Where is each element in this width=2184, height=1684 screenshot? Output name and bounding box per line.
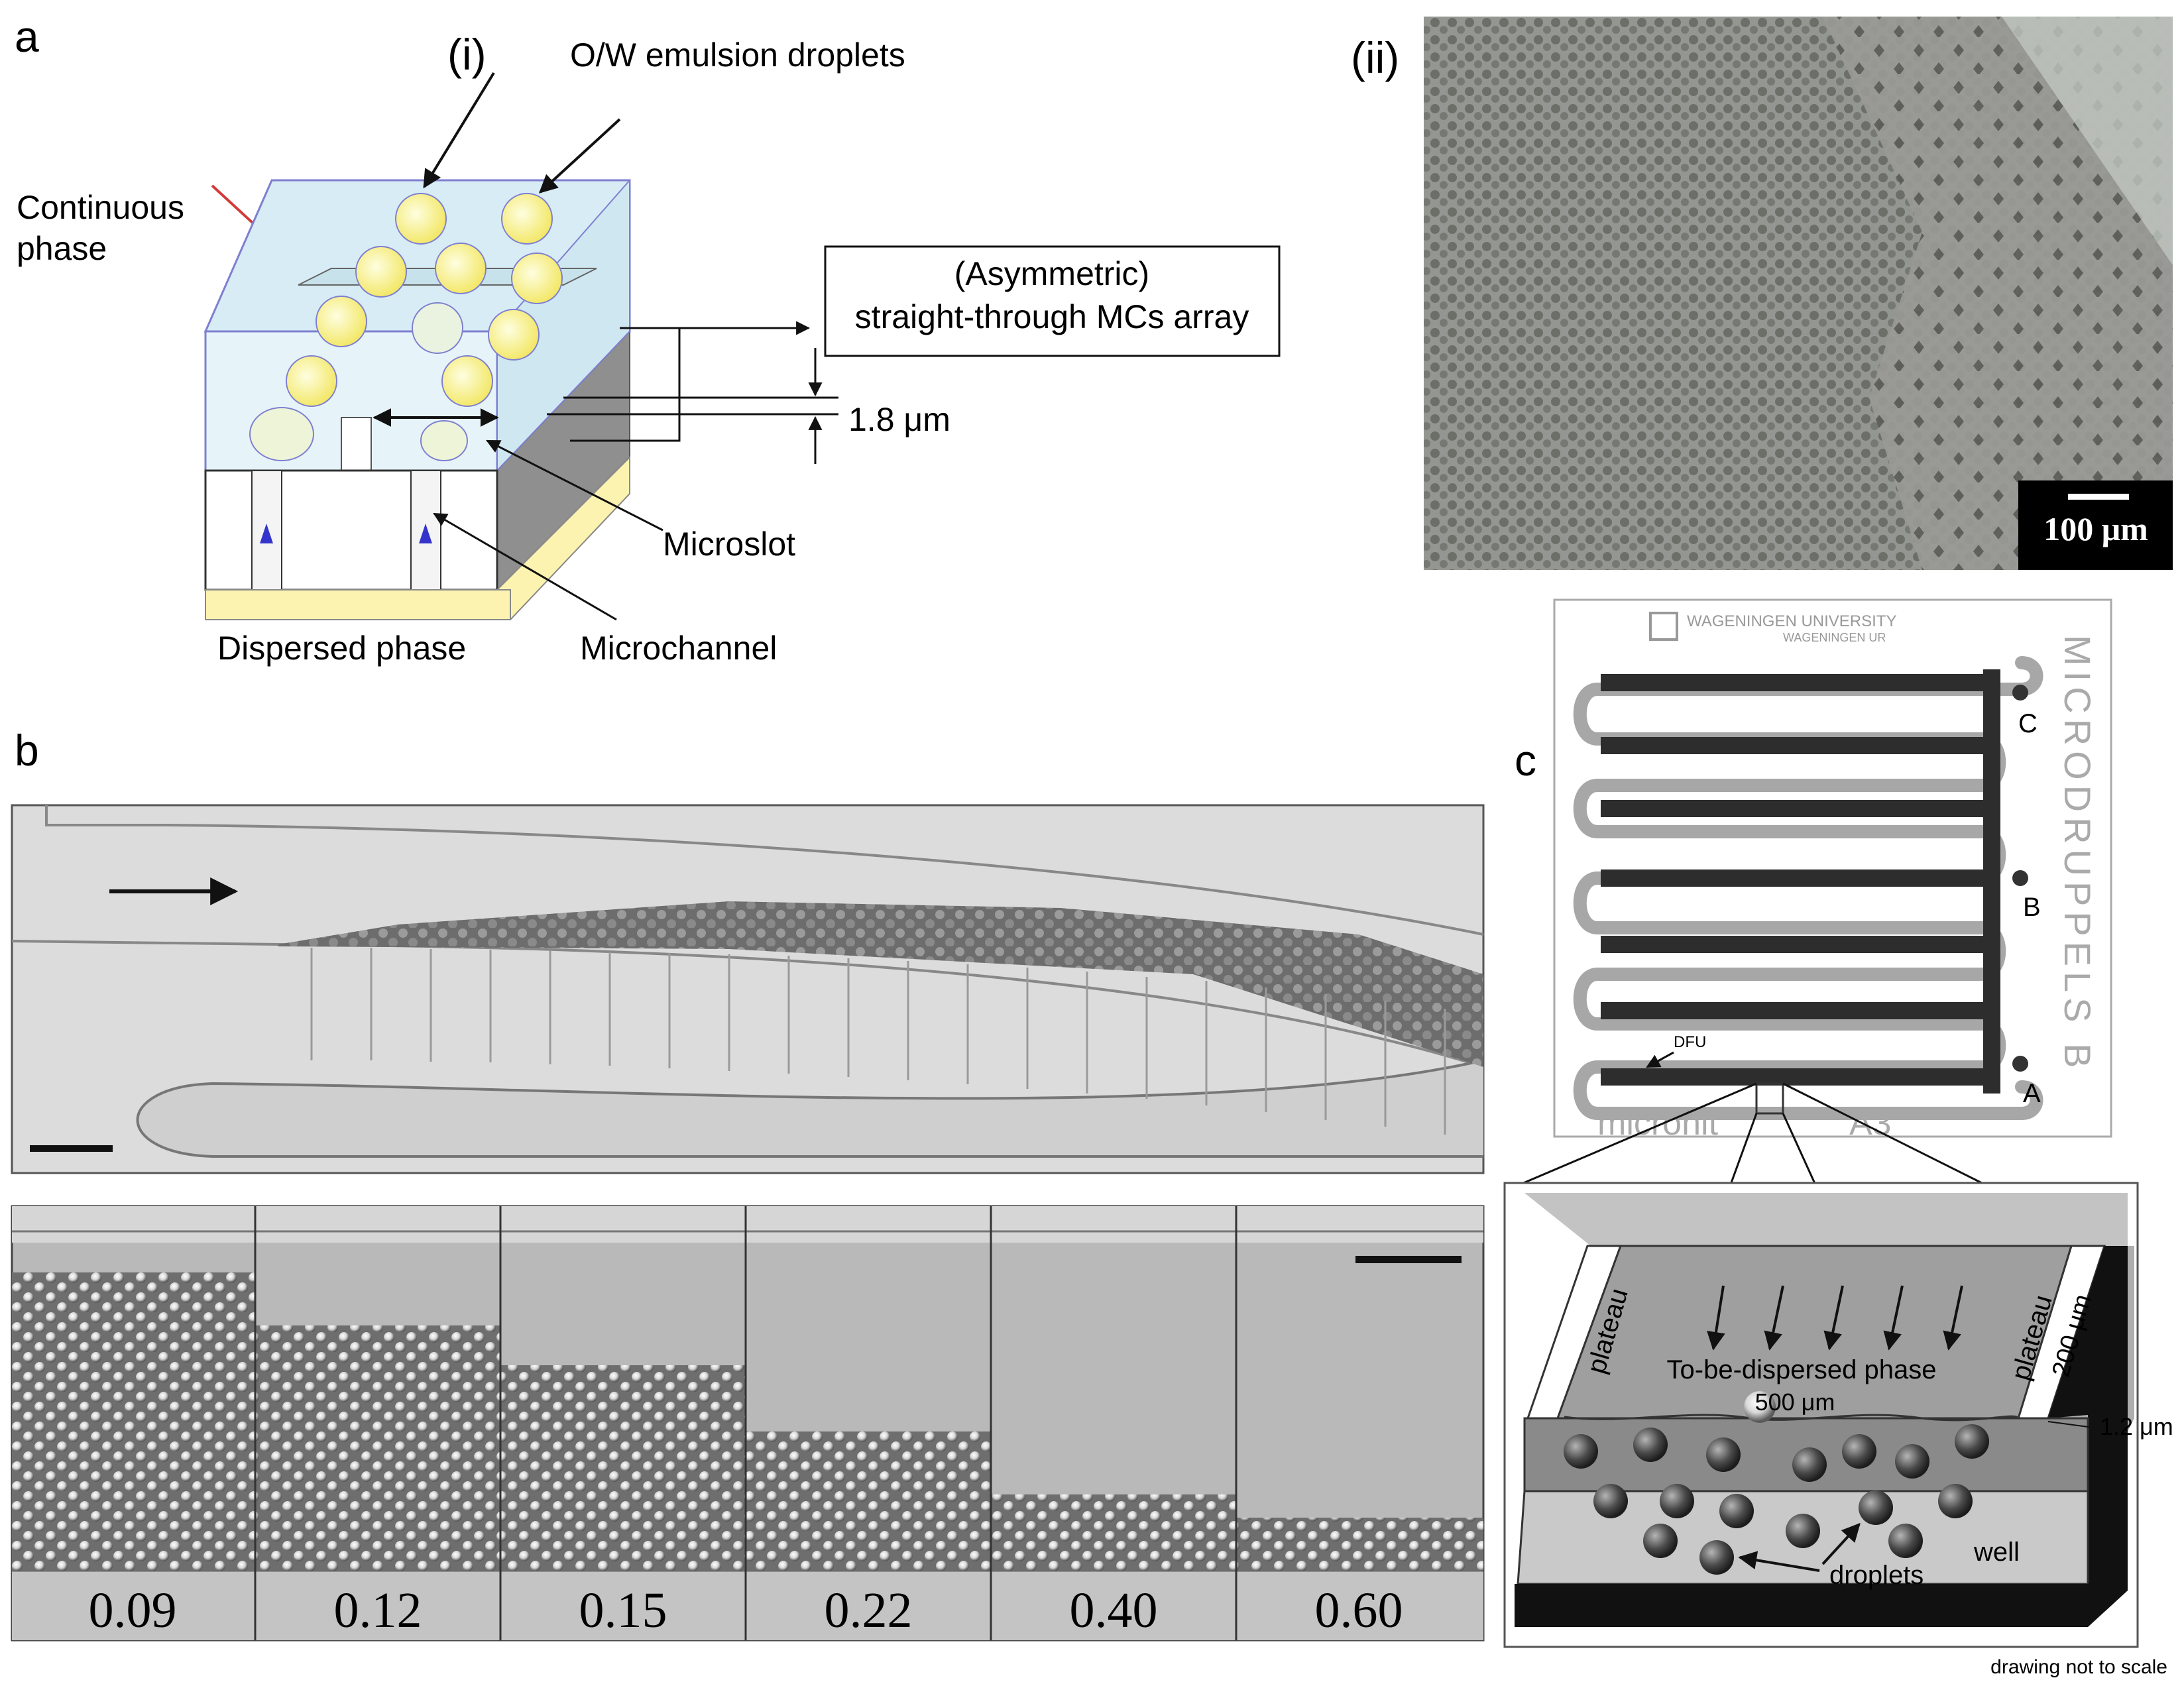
panel-a-ii: (ii) 100 μm bbox=[1351, 17, 2173, 570]
manifold bbox=[1601, 669, 2000, 1094]
dispersed-label: To-be-dispersed phase bbox=[1667, 1355, 1937, 1384]
droplet-band bbox=[278, 901, 1483, 1067]
point-c-label: C bbox=[2018, 709, 2038, 738]
university-label: WAGENINGEN UNIVERSITY bbox=[1687, 612, 1896, 630]
microchannel-arrow bbox=[433, 512, 617, 621]
microslot-label: Microslot bbox=[663, 526, 795, 563]
svg-text:0.09: 0.09 bbox=[89, 1583, 177, 1638]
micrograph-scale-label: 100 μm bbox=[2043, 510, 2148, 547]
port-a bbox=[2012, 1056, 2028, 1072]
panel-label-b: b bbox=[15, 726, 39, 775]
point-b-label: B bbox=[2023, 893, 2041, 922]
array-box-line2: straight-through MCs array bbox=[855, 298, 1249, 335]
panel-label-a: a bbox=[15, 12, 39, 61]
scale-bar-bottom bbox=[1355, 1256, 1462, 1263]
svg-text:0.15: 0.15 bbox=[579, 1583, 667, 1638]
sub-label-ii: (ii) bbox=[1351, 33, 1399, 82]
point-a-label: A bbox=[2023, 1079, 2041, 1108]
frame-3: 0.15 bbox=[500, 1365, 746, 1638]
array-box-line1: (Asymmetric) bbox=[954, 255, 1149, 292]
frame-4: 0.22 bbox=[746, 1431, 991, 1638]
frame-dividers bbox=[254, 1206, 1237, 1640]
gap-label: 1.8 μm bbox=[848, 401, 950, 438]
svg-text:0.60: 0.60 bbox=[1315, 1583, 1403, 1638]
array-box bbox=[824, 245, 1281, 357]
port-c bbox=[2012, 685, 2028, 701]
frame-6: 0.60 bbox=[1236, 1518, 1483, 1638]
array-bracket bbox=[570, 327, 681, 442]
frame-2: 0.12 bbox=[255, 1325, 500, 1638]
droplets-label-c: droplets bbox=[1829, 1561, 1924, 1590]
dim-12: 1.2 μm bbox=[2100, 1413, 2173, 1440]
microchannel-rungs bbox=[310, 948, 1446, 1135]
detail-drawing bbox=[1515, 1193, 2134, 1627]
frame-1: 0.09 bbox=[12, 1272, 255, 1638]
scale-bar-top bbox=[30, 1145, 113, 1152]
panel-c: c WAGENINGEN UNIVERSITY WAGENINGEN UR MI… bbox=[1503, 598, 2173, 1678]
serpentine-channel bbox=[1573, 656, 2043, 1120]
dim-500: 500 μm bbox=[1755, 1388, 1835, 1416]
droplet-arrow-2 bbox=[538, 118, 621, 194]
sub-label-i: (i) bbox=[447, 30, 487, 79]
chip-name: MICRODRUPPELS B bbox=[2057, 635, 2098, 1073]
svg-text:0.22: 0.22 bbox=[825, 1583, 913, 1638]
droplet-arrow-1 bbox=[423, 72, 495, 189]
dispersed-phase-label: Dispersed phase bbox=[217, 630, 466, 667]
scale-note: drawing not to scale bbox=[1990, 1656, 2167, 1678]
university-sub: WAGENINGEN UR bbox=[1783, 631, 1886, 644]
microchannel-label: Microchannel bbox=[580, 630, 777, 667]
droplets-label: O/W emulsion droplets bbox=[570, 36, 905, 74]
svg-text:0.12: 0.12 bbox=[334, 1583, 422, 1638]
panel-a: a (i) O/W emulsion droplets Continuous p… bbox=[15, 12, 1281, 667]
dfu-label: DFU bbox=[1674, 1033, 1706, 1051]
svg-text:0.40: 0.40 bbox=[1070, 1583, 1158, 1638]
microchannel-cube bbox=[203, 178, 631, 620]
well-label: well bbox=[1973, 1538, 2020, 1567]
port-b bbox=[2012, 870, 2028, 886]
continuous-phase-label: Continuous phase bbox=[17, 189, 194, 267]
zoom-window bbox=[1755, 1082, 1784, 1115]
panel-b: b 0.09 bbox=[11, 726, 1485, 1642]
frame-5: 0.40 bbox=[991, 1494, 1236, 1638]
panel-label-c: c bbox=[1515, 736, 1536, 785]
microslot-arrow bbox=[486, 439, 663, 532]
